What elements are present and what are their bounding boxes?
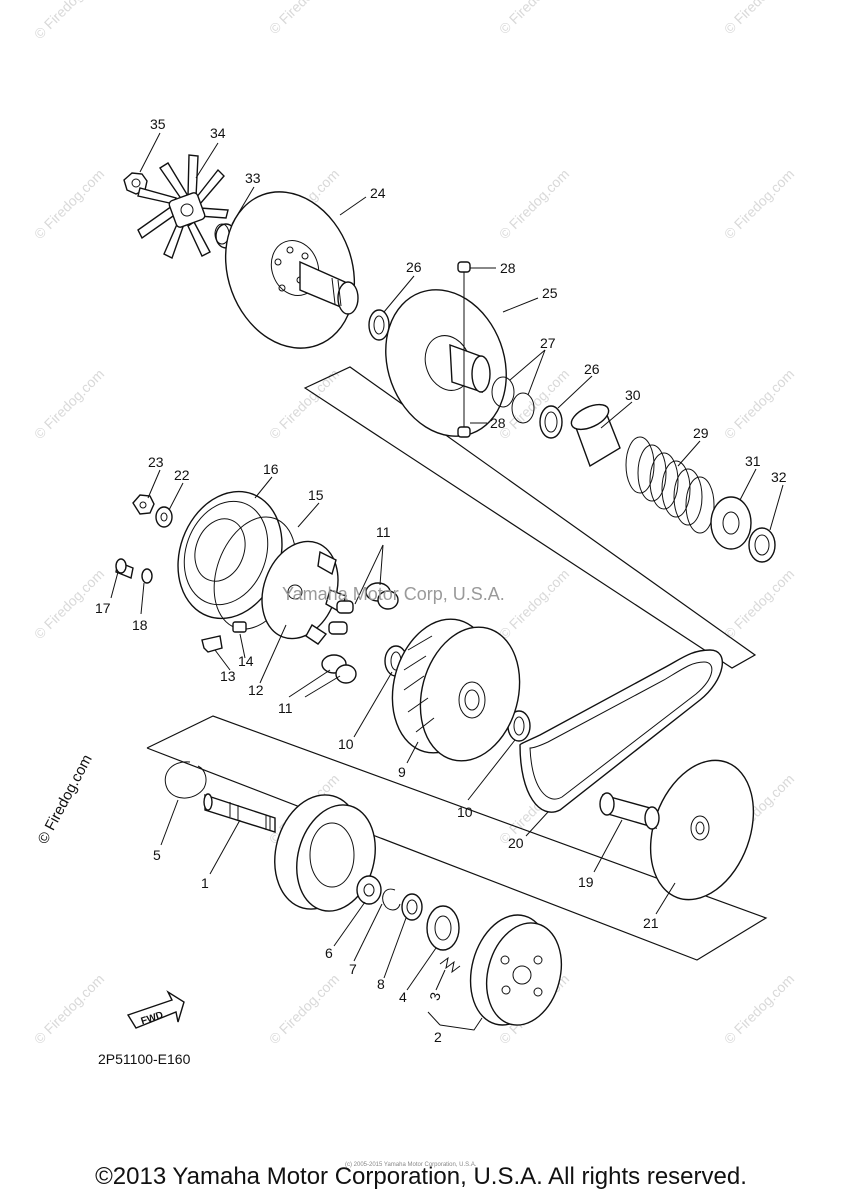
- primary-fixed-sheave-part-24: [224, 191, 359, 349]
- callout-12: 12: [248, 682, 264, 698]
- callout-20: 20: [508, 835, 524, 851]
- collar-part-14: [232, 621, 247, 633]
- callout-21: 21: [643, 915, 659, 931]
- circlip-part-7: [382, 888, 401, 911]
- washer-part-22: [155, 506, 173, 528]
- callout-1: 1: [201, 875, 209, 891]
- collar-part-8: [401, 893, 423, 921]
- v-belt-part-20: [519, 649, 724, 813]
- watermark-text: © Firedog.com: [721, 971, 797, 1047]
- callout-11-top: 11: [376, 524, 391, 540]
- leader-lines: [110, 132, 784, 1031]
- bolt-part-17: [115, 558, 134, 579]
- watermark-text: © Firedog.com: [721, 0, 797, 37]
- washer-part-18: [141, 568, 153, 584]
- watermark-text: © Firedog.com: [496, 0, 572, 37]
- center-watermark: Yamaha Motor Corp, U.S.A.: [282, 584, 505, 604]
- compression-spring-part-29: [625, 436, 715, 534]
- callout-numbers: 35 34 33 24 26 28 25 27 26 30 28 29 31 3…: [95, 116, 787, 1045]
- watermark-text: © Firedog.com: [266, 971, 342, 1047]
- callout-34: 34: [210, 125, 226, 141]
- watermark-text: © Firedog.com: [496, 566, 572, 642]
- plug-part-28-top: [457, 261, 471, 273]
- slider-part-13: [201, 635, 223, 653]
- watermark-text: © Firedog.com: [31, 971, 107, 1047]
- diagram-part-code: 2P51100-E160: [98, 1051, 191, 1067]
- callout-10-left: 10: [338, 736, 354, 752]
- callout-35: 35: [150, 116, 166, 132]
- fine-print: (c) 2005-2015 Yamaha Motor Corporation, …: [345, 1162, 477, 1168]
- primary-sliding-sheave-part-25: [385, 289, 507, 437]
- callout-25: 25: [542, 285, 558, 301]
- callout-23: 23: [148, 454, 164, 470]
- watermark-text: © Firedog.com: [721, 366, 797, 442]
- callout-11-bottom: 11: [278, 700, 293, 716]
- callout-8: 8: [377, 976, 385, 992]
- callout-19: 19: [578, 874, 594, 890]
- o-ring-part-27: [491, 376, 535, 424]
- primary-sheave-part-9: [391, 618, 521, 762]
- callout-31: 31: [745, 453, 761, 469]
- clutch-group-outline: [146, 715, 768, 961]
- oil-seal-part-26: [368, 309, 390, 341]
- callout-9: 9: [398, 764, 406, 780]
- seal-part-32: [748, 527, 776, 563]
- callout-30: 30: [625, 387, 641, 403]
- callout-27: 27: [540, 335, 556, 351]
- callout-22: 22: [174, 467, 190, 483]
- callout-28-top: 28: [500, 260, 516, 276]
- spacer-part-30: [570, 403, 621, 468]
- clutch-carrier-part-2: [469, 914, 562, 1026]
- primary-sheave-group-line: [731, 654, 756, 669]
- oil-seal-part-26-b: [539, 405, 563, 439]
- callout-10-right: 10: [457, 804, 473, 820]
- plug-part-28-bottom: [457, 426, 471, 438]
- callout-32: 32: [771, 469, 787, 485]
- callout-7: 7: [349, 961, 357, 977]
- copyright-notice: ©2013 Yamaha Motor Corporation, U.S.A. A…: [95, 1163, 747, 1190]
- callout-13: 13: [220, 668, 236, 684]
- callout-3: 3: [426, 990, 444, 1002]
- callout-14: 14: [238, 653, 254, 669]
- nut-part-23: [132, 494, 155, 515]
- callout-5: 5: [153, 847, 161, 863]
- callout-16: 16: [263, 461, 279, 477]
- spider-part-12: [261, 540, 347, 645]
- callout-18: 18: [132, 617, 148, 633]
- watermark-text: © Firedog.com: [266, 366, 342, 442]
- callout-24: 24: [370, 185, 386, 201]
- callout-15: 15: [308, 487, 324, 503]
- callout-4: 4: [399, 989, 407, 1005]
- spring-part-3: [439, 956, 461, 974]
- carrier-part-4: [426, 905, 460, 951]
- secondary-sheave-part-21: [649, 759, 755, 901]
- watermark-text: © Firedog.com: [31, 366, 107, 442]
- callout-6: 6: [325, 945, 333, 961]
- circlip-part-5: [164, 761, 207, 799]
- clutch-housing-part-1: [203, 793, 376, 912]
- cam-plate-part-16: [177, 490, 283, 620]
- roller-weight-part-11: [321, 582, 399, 684]
- callout-33: 33: [245, 170, 261, 186]
- firedog-side-label: © Firedog.com: [35, 752, 96, 847]
- fan-part-34: [137, 154, 229, 259]
- watermark-text: © Firedog.com: [266, 0, 342, 37]
- watermark-text: © Firedog.com: [721, 166, 797, 242]
- washer-part-31: [710, 496, 752, 550]
- watermark-text: © Firedog.com: [496, 166, 572, 242]
- watermark-text: © Firedog.com: [721, 566, 797, 642]
- callout-28-bottom: 28: [490, 415, 506, 431]
- callout-26-top: 26: [406, 259, 422, 275]
- watermark-text: © Firedog.com: [31, 166, 107, 242]
- callout-2: 2: [434, 1029, 442, 1045]
- secondary-shaft-part-19: [599, 792, 660, 830]
- callout-29: 29: [693, 425, 709, 441]
- bearing-part-6: [356, 875, 382, 905]
- callout-26-mid: 26: [584, 361, 600, 377]
- callout-17: 17: [95, 600, 111, 616]
- watermark-text: © Firedog.com: [31, 0, 107, 42]
- forward-arrow-icon: FWD: [126, 990, 185, 1029]
